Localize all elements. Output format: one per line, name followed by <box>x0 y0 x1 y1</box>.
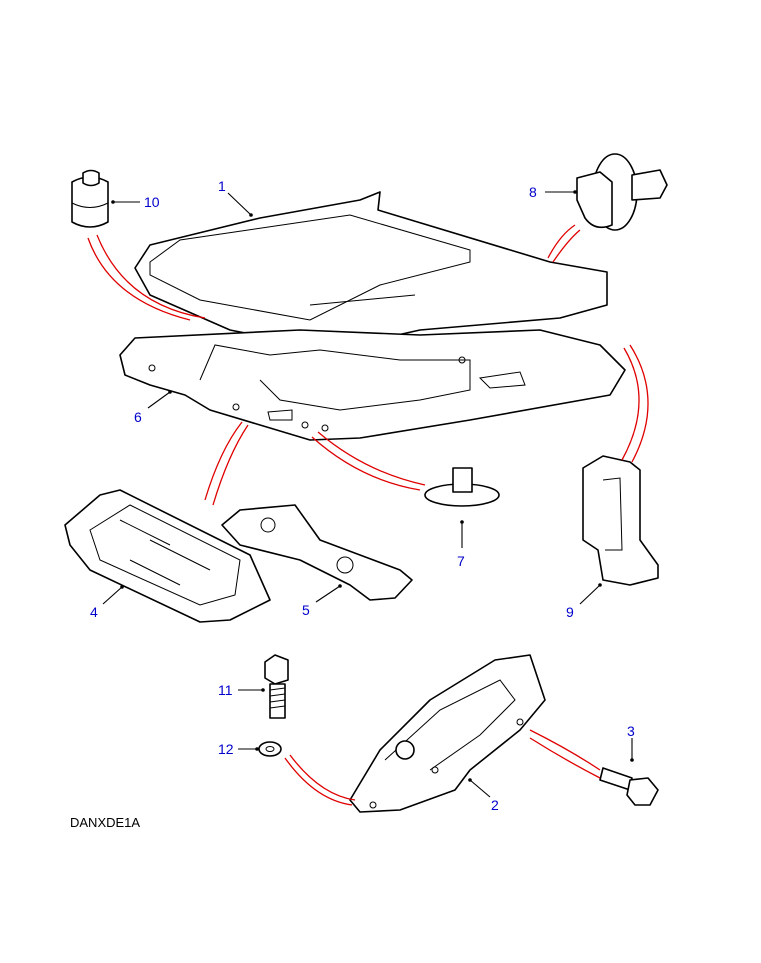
part-1-bonnet[interactable] <box>134 191 608 351</box>
part-8-clip[interactable] <box>576 153 668 231</box>
part-3-bolt[interactable] <box>599 767 659 806</box>
callout-12: 12 <box>218 741 234 757</box>
callout-9: 9 <box>566 604 574 620</box>
link-curves <box>87 224 649 806</box>
part-9-bracket[interactable] <box>582 455 659 586</box>
part-6-insulation[interactable] <box>119 329 626 441</box>
callout-2: 2 <box>491 797 499 813</box>
callout-1: 1 <box>218 178 226 194</box>
diagram-code: DANXDE1A <box>70 815 140 830</box>
callout-7: 7 <box>457 553 465 569</box>
part-2-hinge[interactable] <box>349 654 546 813</box>
part-12-washer[interactable] <box>258 741 282 757</box>
leader-lines <box>102 190 634 798</box>
part-4-tray[interactable] <box>64 489 271 623</box>
part-5-plate[interactable] <box>221 504 413 601</box>
callout-4: 4 <box>90 604 98 620</box>
callout-10: 10 <box>144 194 160 210</box>
callout-3: 3 <box>627 723 635 739</box>
callout-5: 5 <box>302 602 310 618</box>
part-7-fastener[interactable] <box>424 467 500 507</box>
callout-6: 6 <box>134 409 142 425</box>
part-10-bump-stop[interactable] <box>71 169 109 228</box>
callout-11: 11 <box>218 682 233 698</box>
part-11-bolt[interactable] <box>264 654 289 719</box>
callout-8: 8 <box>529 184 537 200</box>
